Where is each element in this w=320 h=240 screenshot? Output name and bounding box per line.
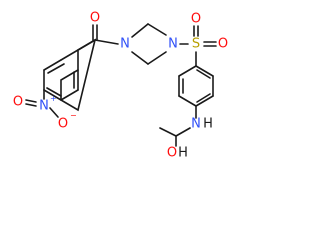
- atom-amide-n: N: [191, 117, 201, 132]
- nitro-minus-charge: −: [70, 111, 77, 120]
- atom-sulfonyl-s: S: [192, 37, 200, 52]
- ring-nitro-double-2: [46, 87, 62, 97]
- atom-nitro-n: N: [39, 99, 49, 114]
- ring-nitro-double-1: [47, 63, 65, 74]
- atom-nitro-o-double: O: [13, 95, 23, 110]
- atom-pip-n1: N: [120, 37, 130, 52]
- atom-labels: O N N S O O N + O O − N H O H: [13, 11, 228, 161]
- ring-aniline-double-2: [196, 93, 211, 103]
- bond-nitro-o-double-a: [25, 103, 37, 107]
- atom-nitro-o-single: O: [58, 117, 68, 132]
- bond-pip-3: [131, 51, 149, 65]
- ring-aniline-edge-4: [195, 95, 214, 107]
- bond-nitro-o-double-b: [25, 99, 37, 103]
- atom-amide-oh: H: [178, 146, 188, 161]
- ring-aniline-double-3: [196, 69, 211, 79]
- atom-amide-o: O: [167, 146, 177, 161]
- atom-amide-h: H: [203, 117, 213, 132]
- atom-pip-n2: N: [168, 37, 178, 52]
- bond-amide-c-methyl: [159, 127, 177, 137]
- bonds: [25, 23, 217, 147]
- bond-pip-2: [147, 23, 167, 36]
- ring-nitro-edge-4: [43, 89, 62, 101]
- ring-aniline-edge-6: [195, 65, 214, 77]
- bond-n-c: [175, 127, 191, 137]
- ring-nitro-edge-5: [60, 89, 79, 101]
- bond-carbonyl-c-n: [94, 39, 119, 45]
- ring-nitro-edge-1: [60, 49, 79, 61]
- atom-sulfonyl-o2: O: [218, 37, 228, 52]
- bond-pip-4: [147, 51, 167, 65]
- ring-aniline-edge-3: [178, 95, 197, 107]
- atom-carbonyl-o: O: [90, 11, 100, 26]
- ring-aniline-edge-1: [178, 65, 197, 77]
- ring-nitro-edge-2: [43, 59, 62, 71]
- chemical-structure-diagram: O N N S O O N + O O − N H O H: [13, 11, 228, 161]
- bond-pip-1: [131, 23, 149, 38]
- atom-sulfonyl-o1: O: [191, 12, 201, 27]
- bond-nitro-o-single: [49, 107, 59, 118]
- bond-carbonyl-ring: [77, 39, 96, 51]
- nitro-plus-charge: +: [50, 94, 57, 103]
